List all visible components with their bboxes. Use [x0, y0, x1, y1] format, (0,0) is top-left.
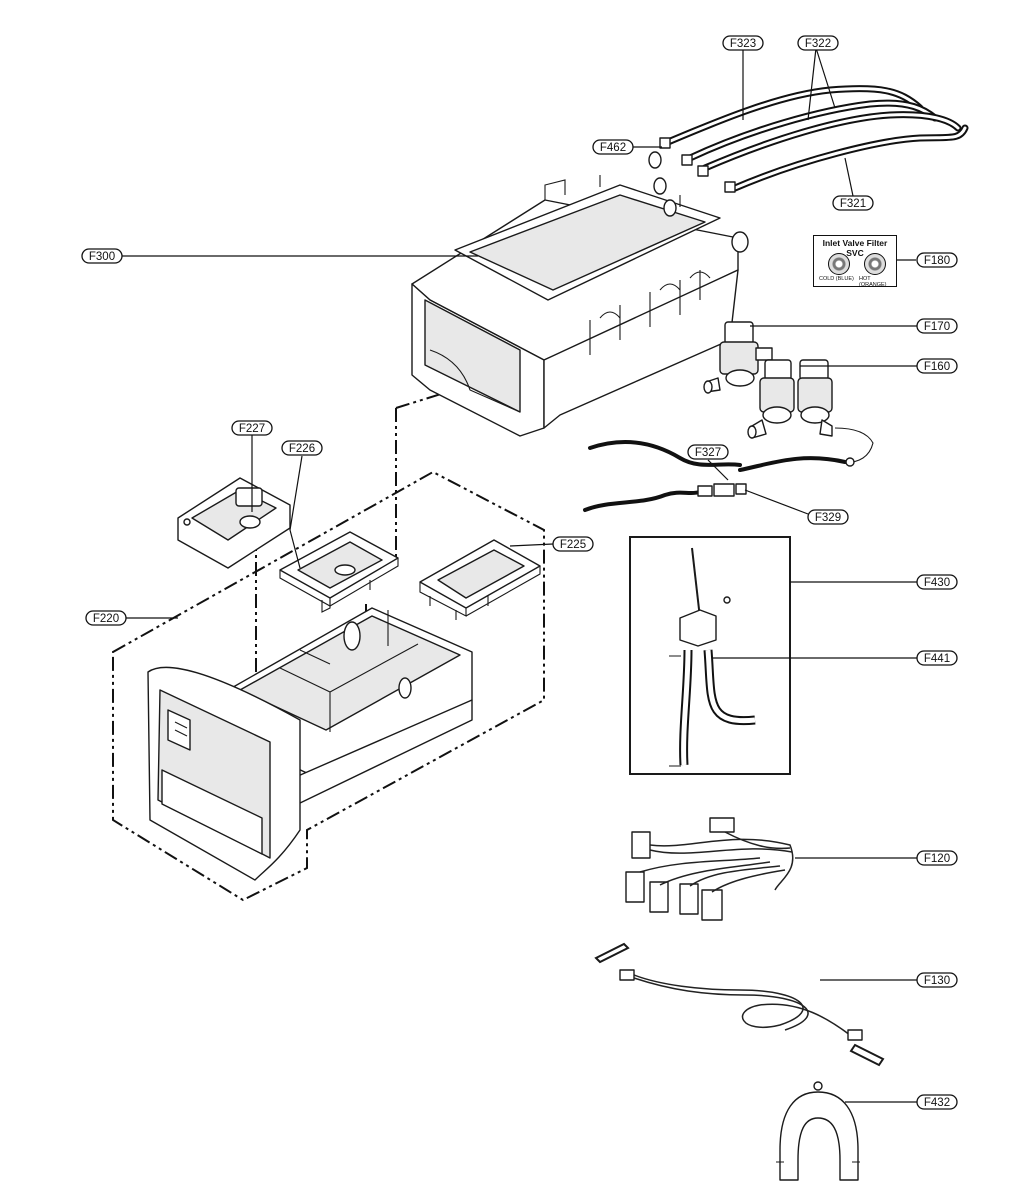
callout-f300: F300	[81, 248, 123, 264]
dispenser-housing	[411, 151, 749, 437]
callout-label: F160	[924, 361, 950, 373]
callout-label: F300	[89, 251, 115, 263]
inlet-hoses	[659, 85, 969, 193]
callout-f170: F170	[916, 318, 958, 334]
hose-clamp	[697, 165, 709, 177]
hose-clamp	[681, 154, 693, 166]
callout-f322: F322	[797, 35, 839, 51]
callout-label: F329	[815, 512, 841, 524]
callout-f227: F227	[231, 420, 273, 436]
hose-connector	[735, 483, 747, 495]
callout-f120: F120	[916, 850, 958, 866]
callout-label: F226	[289, 443, 315, 455]
cold-filter-icon	[828, 253, 850, 275]
hose-connector	[697, 485, 713, 497]
callout-label: F321	[840, 198, 866, 210]
callout-f327: F327	[687, 444, 729, 460]
callout-label: F220	[93, 613, 119, 625]
callout-label: F225	[560, 539, 586, 551]
callout-f321: F321	[832, 195, 874, 211]
leader-lines	[122, 47, 917, 1103]
inlet-valve-dual	[747, 359, 874, 464]
callout-label: F227	[239, 423, 265, 435]
callout-f462: F462	[592, 139, 634, 155]
callout-f220: F220	[85, 610, 127, 626]
callout-label: F322	[805, 38, 831, 50]
filter-kit-title: Inlet Valve Filter SVC	[822, 238, 888, 258]
hot-filter-icon	[864, 253, 886, 275]
cold-filter-label: COLD (BLUE)	[819, 276, 854, 282]
callout-f441: F441	[916, 650, 958, 666]
callout-label: F432	[924, 1097, 950, 1109]
inlet-valve-filter-kit: Inlet Valve Filter SVC COLD (BLUE) HOT (…	[813, 235, 897, 288]
callout-label: F462	[600, 142, 626, 154]
callout-f130: F130	[916, 972, 958, 988]
hose-clamp	[659, 137, 671, 149]
pressure-hose-kit	[669, 547, 756, 767]
callout-label: F120	[924, 853, 950, 865]
drain-hose-assembly	[583, 440, 855, 512]
callout-label: F180	[924, 255, 950, 267]
wire-harness-f130	[594, 942, 885, 1067]
callout-label: F441	[924, 653, 950, 665]
siphon-cap	[177, 477, 291, 569]
callout-f180: F180	[916, 252, 958, 268]
dispenser-drawer	[147, 607, 473, 881]
callout-label: F130	[924, 975, 950, 987]
callout-label: F323	[730, 38, 756, 50]
callout-label: F327	[695, 447, 721, 459]
callout-f329: F329	[807, 509, 849, 525]
callout-f226: F226	[281, 440, 323, 456]
hose-kit-group-outline	[629, 536, 791, 775]
bleach-insert	[419, 539, 541, 620]
hose-guide-clip	[776, 1081, 860, 1181]
hose-connector	[713, 483, 735, 497]
callout-label: F170	[924, 321, 950, 333]
callout-f430: F430	[916, 574, 958, 590]
inlet-valve-single	[703, 321, 773, 394]
wire-harness-f120	[625, 817, 794, 921]
callout-f225: F225	[552, 536, 594, 552]
dispenser-assembly-group-outline	[112, 470, 545, 902]
assembly-link-line	[395, 384, 471, 560]
callout-label: F430	[924, 577, 950, 589]
callout-f432: F432	[916, 1094, 958, 1110]
softener-insert	[279, 531, 399, 613]
callout-f323: F323	[722, 35, 764, 51]
hot-filter-label: HOT (ORANGE)	[859, 276, 887, 288]
callout-f160: F160	[916, 358, 958, 374]
hose-clamp	[724, 181, 736, 193]
